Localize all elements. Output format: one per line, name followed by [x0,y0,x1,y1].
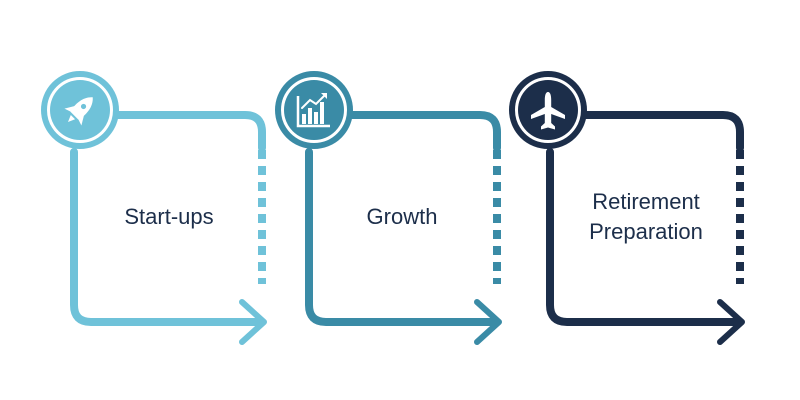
stage-1 [41,71,267,345]
stage-2-icon-fill [284,80,344,140]
stage-2 [275,71,502,345]
stage-3-frame [580,111,744,152]
stage-1-label: Start-ups [124,204,214,229]
stage-3-label: Retirement Preparation [589,189,703,244]
stage-3 [509,71,745,345]
airplane-icon [531,92,565,130]
rocket-icon [64,97,93,126]
stage-3-frame-left [546,148,744,326]
stage-2-frame-left [305,148,501,326]
stage-2-frame [346,111,501,152]
stage-3-arrow-head [717,299,745,345]
stage-2-label: Growth [366,204,438,229]
stage-1-arrow-head [239,299,267,345]
stage-1-frame-left [70,148,266,326]
stage-1-frame [111,111,266,152]
stage-2-arrow-head [474,299,502,345]
bar-chart-icon [296,93,330,128]
